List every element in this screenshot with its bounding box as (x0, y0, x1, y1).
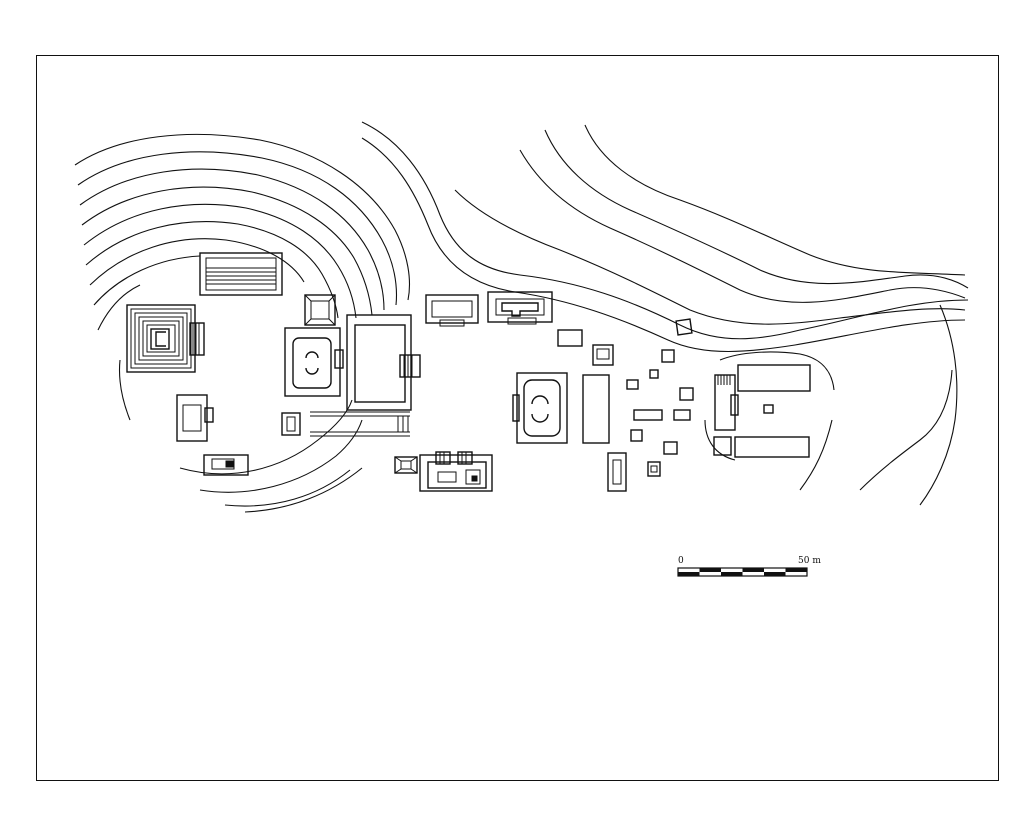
scale-end-label: 50 m (798, 556, 821, 566)
east-ballcourt-structure (512, 372, 568, 444)
palace-structure (419, 451, 493, 492)
scale-bar: 0 50 m (677, 556, 821, 577)
causeway-structure (310, 411, 410, 437)
structures-east (626, 318, 811, 477)
southwest-structures (176, 394, 249, 476)
small-pyramid-structure (394, 456, 418, 474)
scale-segment (785, 568, 807, 572)
scale-segment (742, 568, 764, 572)
scale-segment (721, 572, 743, 576)
map-frame (36, 55, 999, 781)
small-platform-structure (304, 294, 336, 326)
north-platform-structure (199, 252, 283, 296)
scale-segment (764, 572, 786, 576)
scale-segment (699, 568, 721, 572)
structures-central (394, 291, 627, 492)
scale-start-label: 0 (678, 556, 684, 566)
contour-lines-east (361, 121, 969, 506)
east-enclosure-structure (713, 364, 811, 458)
small-shrine-structure (281, 412, 301, 436)
glyph-structure (487, 291, 553, 325)
contour-lines-west (74, 133, 411, 513)
long-range-building (582, 374, 610, 444)
scale-segment (678, 572, 700, 576)
structures-west (126, 252, 421, 476)
main-platform-structure (346, 314, 421, 411)
west-ballcourt-structure (284, 327, 344, 397)
stepped-pyramid-structure (126, 304, 205, 373)
small-building (557, 329, 583, 347)
plaza-shrine-structure (592, 344, 614, 366)
